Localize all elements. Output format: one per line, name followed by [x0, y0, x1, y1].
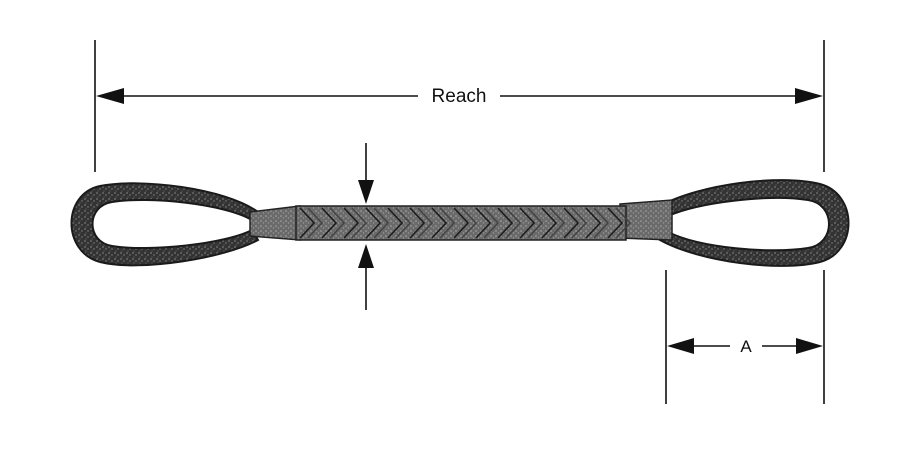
braid-strand — [417, 207, 434, 239]
braid-strand — [409, 207, 426, 239]
braid-strand — [497, 207, 514, 239]
braid-strand — [365, 207, 382, 239]
braid-strand — [299, 207, 316, 239]
braid-strand — [505, 207, 522, 239]
braid-strand — [307, 207, 324, 239]
braid-strand — [453, 207, 470, 239]
braid-strand — [519, 207, 536, 239]
diameter-top-arrow-icon — [358, 180, 374, 204]
reach-right-arrow-icon — [795, 88, 823, 104]
braid-strand — [483, 207, 500, 239]
braid-strand — [615, 207, 632, 239]
braid-strand — [351, 207, 368, 239]
braid-strand — [607, 207, 624, 239]
reach-left-arrow-icon — [96, 88, 124, 104]
diameter-bottom-arrow-icon — [358, 244, 374, 268]
braid-strand — [461, 207, 478, 239]
braid-strand — [593, 207, 610, 239]
a-label: A — [740, 337, 752, 356]
braid-strand — [475, 207, 492, 239]
reach-label: Reach — [432, 86, 487, 107]
braid-strand — [585, 207, 602, 239]
braid-strand — [373, 207, 390, 239]
braid-strand — [563, 207, 580, 239]
braid-strand — [431, 207, 448, 239]
left-splice-taper — [249, 205, 301, 241]
a-right-arrow-icon — [796, 338, 823, 354]
braid-strand — [549, 207, 566, 239]
braid-strand — [329, 207, 346, 239]
braid-strand — [343, 207, 360, 239]
braid-strand — [527, 207, 544, 239]
braid-strand — [439, 207, 456, 239]
braid-strand — [541, 207, 558, 239]
right-eye-loop — [658, 179, 850, 267]
braided-rope-body — [295, 205, 632, 241]
a-left-arrow-icon — [667, 338, 694, 354]
braid-strand — [387, 207, 404, 239]
braid-strand — [321, 207, 338, 239]
left-eye-loop — [70, 182, 260, 267]
braid-strand — [395, 207, 412, 239]
braid-strand — [571, 207, 588, 239]
